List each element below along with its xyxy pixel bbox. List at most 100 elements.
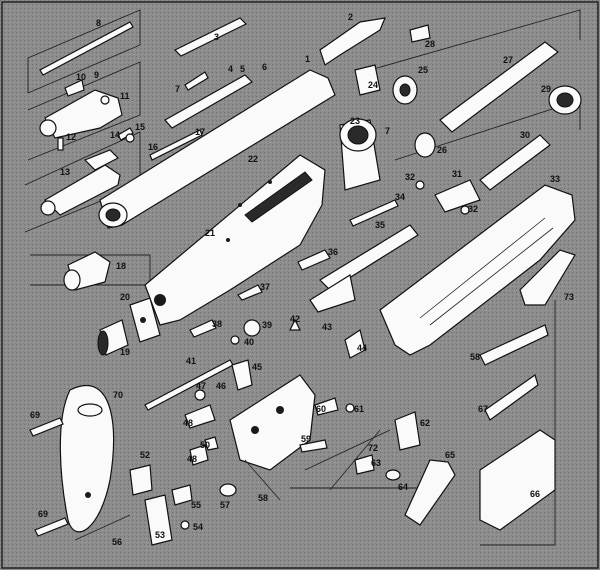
label-32a: 32 (405, 172, 415, 182)
firing-pin-rod (39, 21, 134, 76)
nut-25 (392, 75, 418, 105)
label-32b: 32 (468, 204, 478, 214)
label-58: 58 (258, 493, 268, 503)
label-30: 30 (520, 130, 530, 140)
part-55 (171, 484, 193, 506)
label-70: 70 (113, 390, 123, 400)
label-33: 33 (550, 174, 560, 184)
label-9: 9 (94, 70, 99, 80)
label-55: 55 (191, 500, 201, 510)
label-3: 3 (214, 32, 219, 42)
nut-26 (414, 132, 436, 158)
part-44 (344, 329, 366, 359)
label-44: 44 (357, 343, 367, 353)
screw-69b (34, 517, 69, 537)
cap-29 (548, 85, 582, 115)
label-48b: 48 (187, 454, 197, 464)
part-58-right (479, 324, 549, 366)
part-18 (63, 251, 111, 291)
plate-20 (129, 297, 161, 343)
label-11: 11 (120, 91, 130, 101)
part-57 (219, 483, 237, 497)
ring-23 (339, 118, 381, 191)
label-10: 10 (76, 72, 86, 82)
label-37: 37 (260, 282, 270, 292)
bar-34 (349, 199, 399, 227)
label-64: 64 (398, 482, 408, 492)
label-67: 67 (478, 404, 488, 414)
part-19 (97, 319, 129, 356)
rod-16 (149, 129, 203, 161)
magazine-66 (479, 429, 556, 531)
label-48a: 48 (183, 418, 193, 428)
label-19: 19 (120, 347, 130, 357)
breech-bolt (39, 79, 123, 139)
label-52: 52 (140, 450, 150, 460)
pin-42 (289, 318, 301, 331)
label-39: 39 (262, 320, 272, 330)
label-65: 65 (445, 450, 455, 460)
bar-35 (319, 224, 419, 291)
label-20: 20 (120, 292, 130, 302)
label-47: 47 (196, 381, 206, 391)
part-50 (204, 436, 219, 451)
buttplate-70 (59, 384, 115, 533)
label-12: 12 (66, 132, 76, 142)
forend-33 (379, 184, 576, 356)
label-7: 7 (175, 84, 180, 94)
label-4: 4 (228, 64, 233, 74)
pin-12 (57, 137, 64, 151)
label-36: 36 (328, 247, 338, 257)
label-62: 62 (420, 418, 430, 428)
trigger-housing (229, 374, 316, 471)
part-53 (144, 494, 173, 546)
part-48a (184, 404, 216, 429)
magazine-tube (98, 69, 336, 229)
part-72 (354, 454, 375, 475)
callout-labels: 8 3 2 1 28 27 10 9 4 5 6 24 25 11 7 29 2… (30, 12, 574, 547)
spring-58 (244, 459, 281, 501)
part-40 (230, 335, 240, 345)
label-46: 46 (216, 381, 226, 391)
part-46 (194, 389, 206, 401)
label-45: 45 (252, 362, 262, 372)
label-73: 73 (564, 292, 574, 302)
label-34: 34 (395, 192, 405, 202)
label-50: 50 (200, 440, 210, 450)
label-69a: 69 (30, 410, 40, 420)
screw-69a (29, 417, 64, 437)
label-28: 28 (425, 39, 435, 49)
label-1: 1 (305, 54, 310, 64)
label-56: 56 (112, 537, 122, 547)
part-52 (129, 464, 153, 496)
part-61 (345, 403, 355, 413)
part-45 (231, 359, 253, 391)
part-60 (314, 397, 339, 416)
label-59: 59 (301, 434, 311, 444)
label-41: 41 (186, 356, 196, 366)
label-5: 5 (240, 64, 245, 74)
part-64 (385, 469, 401, 481)
label-21: 21 (205, 228, 215, 238)
label-72: 72 (368, 443, 378, 453)
label-38: 38 (212, 319, 222, 329)
part-67 (484, 374, 539, 421)
lever-65 (404, 459, 456, 526)
label-16: 16 (148, 142, 158, 152)
label-15: 15 (135, 122, 145, 132)
label-8: 8 (96, 18, 101, 28)
action-bar-slide (164, 17, 253, 129)
label-42: 42 (290, 314, 300, 324)
label-31: 31 (452, 169, 462, 179)
ring-15 (125, 133, 135, 143)
pin-37 (237, 284, 263, 301)
label-24: 24 (368, 80, 378, 90)
label-69b: 69 (38, 509, 48, 519)
screw-32b (460, 205, 470, 215)
label-35: 35 (375, 220, 385, 230)
label-53: 53 (155, 530, 165, 540)
label-57: 57 (220, 500, 230, 510)
label-60: 60 (316, 404, 326, 414)
bolt-assembly (40, 149, 121, 216)
